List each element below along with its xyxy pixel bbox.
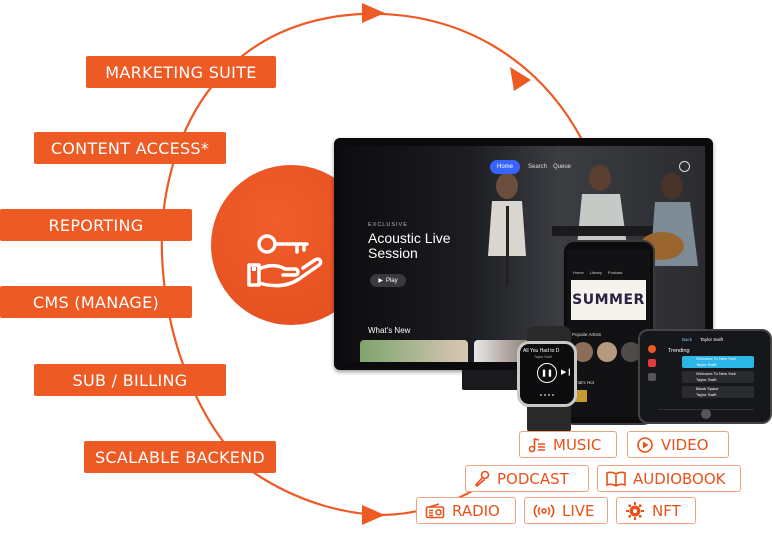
car-track-title: Blank Space: [696, 386, 719, 391]
pill-cms-manage: CMS (MANAGE): [0, 286, 192, 318]
tv-nav-queue[interactable]: Queue: [553, 164, 572, 170]
phone-device: Home Library Podcast SUMMER Popular Arti…: [562, 240, 655, 425]
car-app-icon[interactable]: [648, 373, 656, 381]
tv-hero-image: [488, 165, 698, 286]
arrow-bottom: [362, 505, 385, 525]
tag-podcast: PODCAST: [465, 465, 589, 492]
tag-radio: RADIO: [416, 497, 516, 524]
radio-icon: [425, 502, 445, 518]
tag-audiobook: AUDIOBOOK: [597, 465, 741, 492]
car-knob[interactable]: [701, 409, 711, 419]
microphone-icon: [474, 470, 490, 487]
car-track-title: Welcome To New York: [696, 356, 736, 361]
tv-play-label: Play: [385, 277, 398, 284]
play-circle-icon: [637, 436, 653, 453]
car-back-button[interactable]: Back: [682, 337, 693, 342]
phone-tab-podcast[interactable]: Podcast: [607, 270, 623, 275]
car-track-artist: Taylor Swift: [696, 362, 717, 367]
nft-chip-icon: [626, 501, 644, 520]
tag-live-label: LIVE: [562, 501, 595, 520]
tag-video: VIDEO: [627, 431, 729, 458]
pause-button[interactable]: ❚❚: [537, 363, 557, 383]
tv-section-title: What's New: [368, 326, 411, 335]
tv-eyebrow: EXCLUSIVE: [368, 222, 408, 228]
car-track-title: Welcome To New York: [696, 371, 736, 376]
phone-section-hot: What's Hot: [572, 380, 594, 385]
car-track-artist: Taylor Swift: [696, 392, 717, 397]
phone-section-artists: Popular Artists: [572, 332, 602, 337]
tv-device: Home Search Queue EXCLUSIVE Acoustic Liv…: [334, 138, 713, 370]
car-track-row[interactable]: Blank Space Taylor Swift: [682, 386, 754, 398]
music-note-icon: [528, 437, 545, 452]
pill-scalable-backend: SCALABLE BACKEND: [84, 441, 276, 473]
phone-banner[interactable]: SUMMER: [571, 280, 646, 320]
tv-nav-search[interactable]: Search: [528, 164, 548, 170]
phone-tab-home[interactable]: Home: [573, 270, 584, 275]
watch-device: All You Had to D Taylor Swift ❚❚ ▶❙: [517, 341, 577, 407]
tag-music-label: MUSIC: [553, 435, 602, 454]
car-app-icon[interactable]: [648, 345, 656, 353]
key-in-hand-icon: [247, 234, 323, 288]
play-icon: ▶: [378, 278, 383, 284]
tag-video-label: VIDEO: [661, 435, 709, 454]
artist-avatar[interactable]: [597, 342, 617, 362]
tag-nft: NFT: [616, 497, 696, 524]
tv-title: Acoustic Live Session: [368, 230, 451, 261]
tv-play-button[interactable]: ▶ Play: [370, 274, 406, 287]
tag-audiobook-label: AUDIOBOOK: [633, 469, 726, 488]
tv-thumbnail[interactable]: [360, 340, 468, 362]
pill-content-access: CONTENT ACCESS*: [34, 132, 226, 164]
tv-screen: Home Search Queue EXCLUSIVE Acoustic Liv…: [342, 146, 705, 362]
phone-screen: Home Library Podcast SUMMER Popular Arti…: [567, 250, 650, 417]
pill-marketing-suite: MARKETING SUITE: [86, 56, 276, 88]
tag-music: MUSIC: [519, 431, 617, 458]
car-section: Trending: [668, 348, 690, 354]
pill-reporting: REPORTING: [0, 209, 192, 241]
watch-dots: [540, 394, 554, 399]
watch-artist: Taylor Swift: [534, 355, 552, 359]
tag-radio-label: RADIO: [452, 501, 500, 520]
car-track-artist: Taylor Swift: [696, 377, 717, 382]
tag-nft-label: NFT: [652, 501, 681, 520]
pill-sub-billing: SUB / BILLING: [34, 364, 226, 396]
next-icon[interactable]: ▶❙: [561, 369, 573, 376]
car-artist: Taylor Swift: [700, 337, 724, 342]
profile-icon[interactable]: [679, 161, 690, 172]
broadcast-icon: [533, 503, 555, 518]
watch-track: All You Had to D: [523, 348, 560, 354]
phone-tab-library[interactable]: Library: [589, 270, 602, 275]
car-track-row[interactable]: Welcome To New York Taylor Swift: [682, 356, 754, 368]
car-app-icon[interactable]: [648, 359, 656, 367]
artist-avatar[interactable]: [573, 342, 593, 362]
arrow-top: [362, 3, 385, 23]
tv-nav-home[interactable]: Home: [490, 160, 520, 174]
open-book-icon: [606, 471, 626, 487]
tag-live: LIVE: [524, 497, 608, 524]
artist-avatar[interactable]: [621, 342, 641, 362]
tag-podcast-label: PODCAST: [497, 469, 569, 488]
car-display: Back Taylor Swift Trending Welcome To Ne…: [638, 329, 772, 424]
arrow-right: [510, 67, 531, 91]
car-track-row[interactable]: Welcome To New York Taylor Swift: [682, 371, 754, 383]
